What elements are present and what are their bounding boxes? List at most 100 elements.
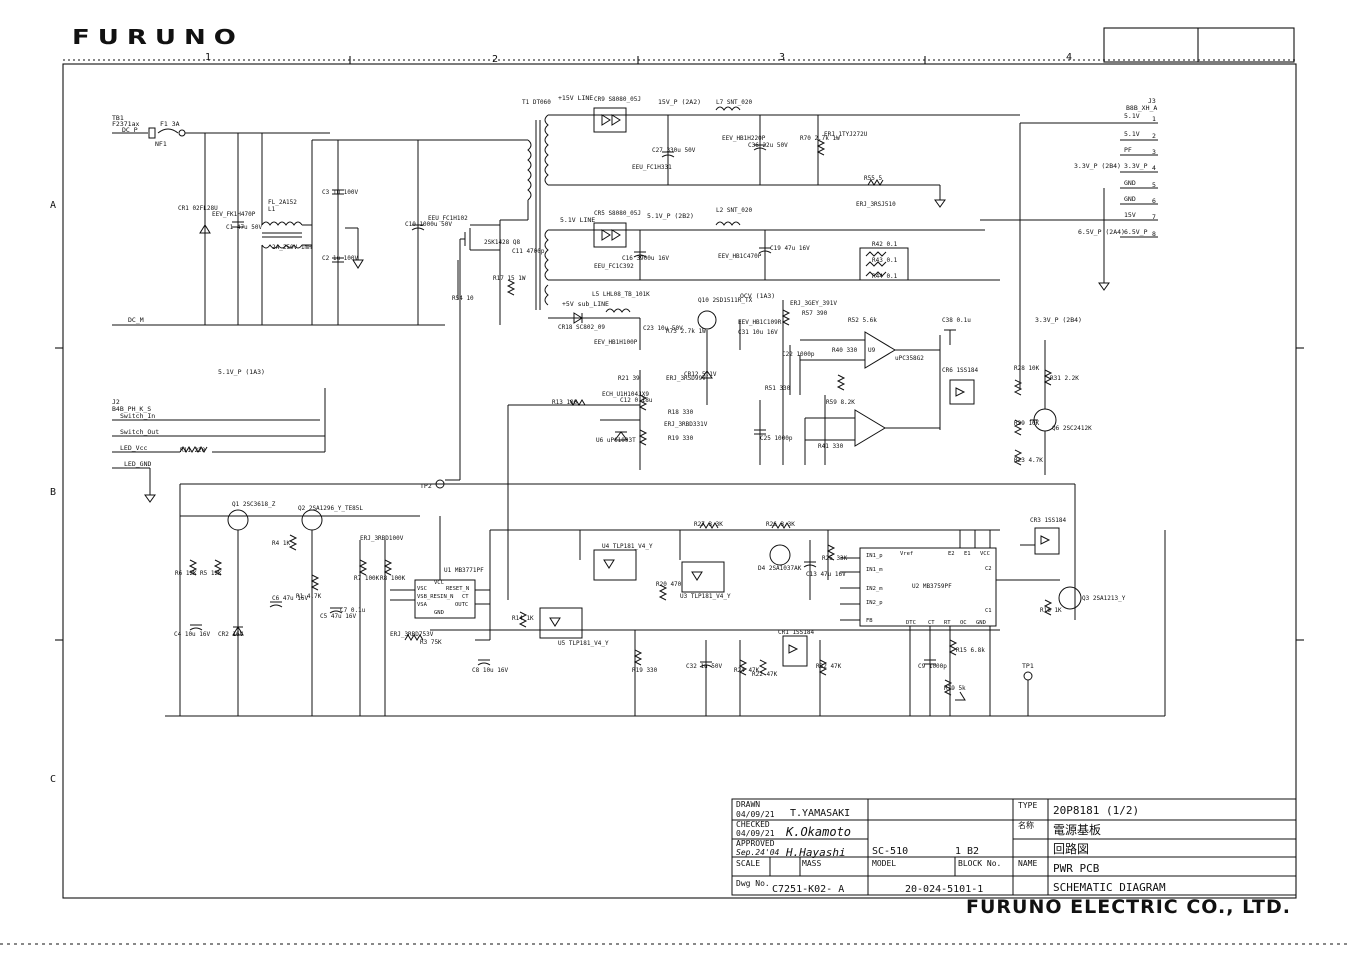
label-components-52: R59 8.2K [826,399,855,406]
label-components-95: D4 2SA1037AK [758,565,802,572]
label-components-1: EEV_FK1H470P [212,211,256,218]
label-connectors-tb1-1: F2371ax [112,120,139,128]
company-name: FURUNO ELECTRIC CO., LTD. [966,896,1292,918]
label-components-77: C4 10u 16V [174,631,211,638]
ic-u1 [414,579,476,619]
label-ic_pins-u2-10: C1 [985,608,992,614]
label-title_block-drawn_date: 04/09/21 [736,810,775,819]
col-label-3: 3 [779,52,785,63]
label-ic_pins-u1-6: OUTC [455,602,468,608]
label-components-42: CR12 5.1V [684,371,717,378]
label-connectors-j3_pins-0-pin: 1 [1152,115,1156,123]
connector-j3 [980,122,1158,390]
label-components-99: R22 47K [752,671,778,678]
label-connectors-j3_pins-7-net: 6.5V_P [1124,228,1148,236]
label-components-62: U6 uPC1093T [596,437,636,444]
label-title_block-model: SC-510 [872,846,908,857]
label-title_block-name2: SCHEMATIC DIAGRAM [1053,881,1166,894]
label-components-53: C25 1000p [760,435,793,442]
label-ic_pins-u1-2: VSA [417,602,428,608]
net-labels: +15V LINE 15V_P (2A2) 5.1V LINE 5.1V_P (… [218,94,1125,670]
label-components-0: CR1 02FL28U [178,205,218,212]
label-components-31: R42 0.1 [872,241,898,248]
label-connectors-j3_pins-2-net: PF [1124,146,1132,154]
label-title_block-approved_label: APPROVED [736,839,775,848]
title-block-frame [731,798,1297,896]
label-components-21: R70 2.7k 1W [800,135,840,142]
label-title_block-name_jp2: 回路図 [1053,841,1089,856]
label-title_block-name_jp: 電源基板 [1053,823,1101,837]
label-components-40: C31 10u 16V [738,329,778,336]
label-components-55: CR6 1SS184 [942,367,979,374]
label-components-4: L1 [268,206,276,213]
label-components-68: R23 4.7K [1014,457,1043,464]
label-components-16: C27 330u 50V [652,147,696,154]
label-components-30: C19 47u 16V [770,245,810,252]
label-components-102: R14 1K [512,615,534,622]
label-components-67: R29 10K [1014,420,1040,427]
label-components-38: Q10 2SD1511R_TX [698,297,753,304]
label-components-73: R6 12K [175,570,197,577]
label-ic_pins-u2-1: IN1_m [866,567,883,573]
label-ic_pins-u2-14: OC [960,620,967,626]
col-label-4: 4 [1066,52,1072,63]
label-nets-9: 6.5V_P (2A4) [1078,228,1125,236]
label-components-25: CR5 S8080_05J [594,210,641,217]
label-components-26: C16 3900u 16V [622,255,669,262]
row-label-a: A [50,200,56,211]
label-components-61: C12 0.18u [620,397,653,404]
label-components-35: CR18 SC802_09 [558,324,605,331]
label-connectors-j3_pins-3-net: 3.3V_P [1124,162,1148,170]
label-components-80: C5 47u 16V [320,613,357,620]
label-components-100: R32 47K [816,663,842,670]
label-components-59: ERJ_3RBD331V [664,421,708,428]
label-components-28: L2 SNT_020 [716,207,753,214]
label-connectors-j3_pins-3-pin: 4 [1152,164,1156,172]
label-connectors-j3-1: B8B_XH_A [1126,104,1157,112]
label-title_block-type: 20P8181 (1/2) [1053,804,1139,817]
label-title_block-approved_name: H.Hayashi [785,846,846,859]
label-title_block-model_label: MODEL [872,859,896,868]
label-ic_pins-u2-2: IN2_m [866,586,883,592]
label-components-22: ERJ_1TYJ272U [824,131,868,138]
label-components-66: R28 10K [1014,365,1040,372]
label-title_block-type_label: TYPE [1018,801,1037,810]
label-components-46: C38 0.1u [942,317,971,324]
component-labels: CR1 02FL28U EEV_FK1H470P C1 47u 50V FL_2… [174,96,1126,692]
label-ic_pins-u2-9: C2 [985,566,992,572]
label-ic_pins-u2-12: CT [928,620,935,626]
row-label-b: B [50,487,56,498]
transformer-t1 [435,114,1020,489]
label-ic_pins-u2-0: IN1_p [866,553,883,559]
label-components-50: U9 [868,347,876,354]
label-components-87: ERJ_3RBD753V [390,631,434,638]
label-ic_pins-u2-6: E2 [948,551,955,557]
label-connectors-j3-0: J3 [1148,97,1156,105]
grid-labels: 1 2 3 4 A B C [50,52,1072,785]
transistor-q6 [1013,340,1057,475]
col-label-1: 1 [205,52,211,63]
label-components-10: T1 DT060 [522,99,551,106]
label-components-57: ERJ_3RSD99V [666,375,706,382]
furuno-logo: FURUNO [72,26,244,50]
label-title_block-checked_date: 04/09/21 [736,829,775,838]
label-connectors-j3_pins-0-net: 5.1V [1124,112,1140,120]
label-components-58: R18 330 [668,409,694,416]
row-label-c: C [50,774,56,785]
label-components-92: R27 3.3K [694,521,723,528]
label-components-98: R24 47K [734,667,760,674]
label-components-29: EEV_HB1C470P [718,253,762,260]
label-components-79: C6 47u 16V [272,595,309,602]
label-connectors-j3_pins-5-pin: 6 [1152,197,1156,205]
label-components-106: C9 1000p [918,663,947,670]
label-components-83: R8 100K [380,575,406,582]
label-components-89: U4 TLP181_V4_Y [602,543,653,550]
label-components-71: Q1 2SC3618_Z [232,501,276,508]
label-nets-1: 15V_P (2A2) [658,98,701,106]
col-label-2: 2 [492,54,498,65]
label-components-85: U1 MB3771PF [444,567,484,574]
label-ic_pins-u1-7: VCC [434,580,444,586]
label-title_block-drawn_label: DRAWN [736,800,760,809]
label-ic_pins-u2-3: IN2_p [866,600,883,606]
label-components-60: R19 330 [668,435,694,442]
